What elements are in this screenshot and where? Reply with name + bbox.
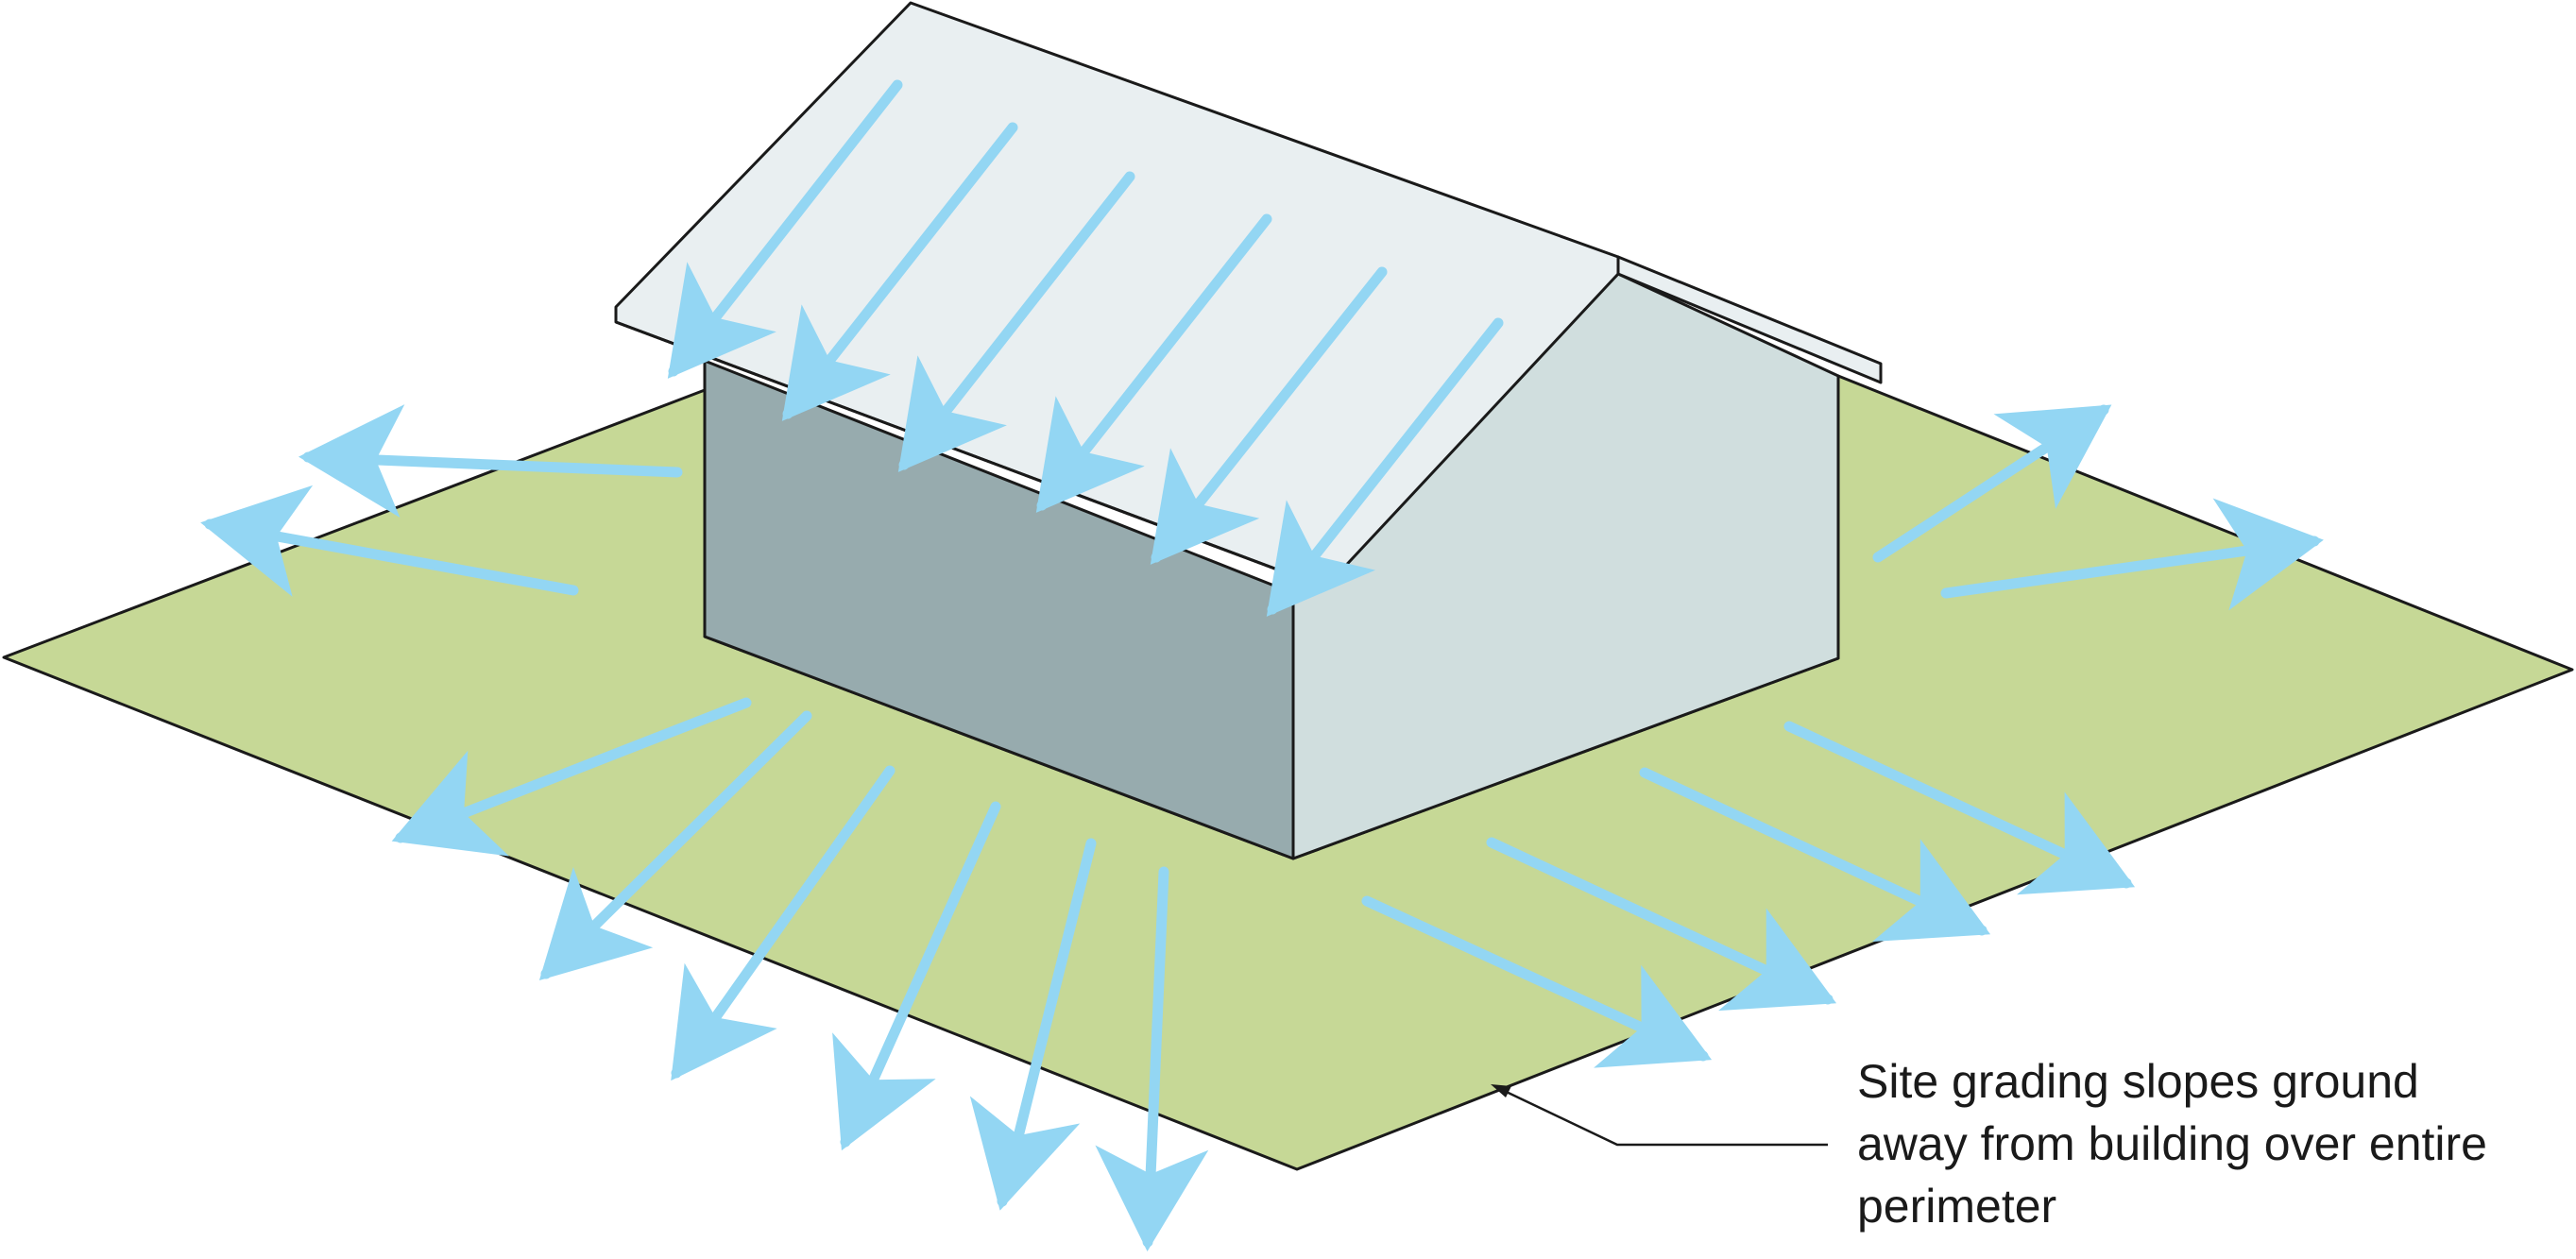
roof-arrow [1266,317,1504,617]
callout-text: Site grading slopes ground away from bui… [1857,1050,2556,1237]
roof-ridge-overhang [1616,255,1883,384]
ground-arrow [1783,721,2136,895]
ground-arrow [538,710,812,981]
callout-line-1: Site grading slopes ground [1857,1055,2419,1108]
ground-flow-arrows [200,404,2324,1251]
ground-arrow [832,801,1001,1151]
callout-line-3: perimeter [1857,1180,2057,1233]
ground-arrow [671,765,896,1081]
callout-leader-arrowhead [1491,1084,1511,1097]
ground-arrow [1095,866,1209,1251]
callout-leader-line [1493,1084,1828,1147]
ground-arrow [1486,837,1837,1012]
ground-arrow [391,697,752,857]
callout-line-2: away from building over entire [1857,1117,2487,1170]
ground-arrow [200,485,579,597]
roof-arrow [667,79,903,379]
ground-arrow [1639,767,1991,942]
ground-arrow [299,404,683,519]
roof-arrow [897,171,1135,472]
roof-flow-arrows [667,79,1504,617]
ground-arrow [1361,895,1713,1068]
ground-arrow [969,838,1097,1211]
roof-arrow [1035,213,1272,513]
ground-arrow [1872,404,2112,563]
roof-arrow [1150,266,1388,565]
callout-leader [1491,1084,1828,1147]
ground-arrow [1940,498,2324,611]
roof-arrow [781,122,1018,421]
